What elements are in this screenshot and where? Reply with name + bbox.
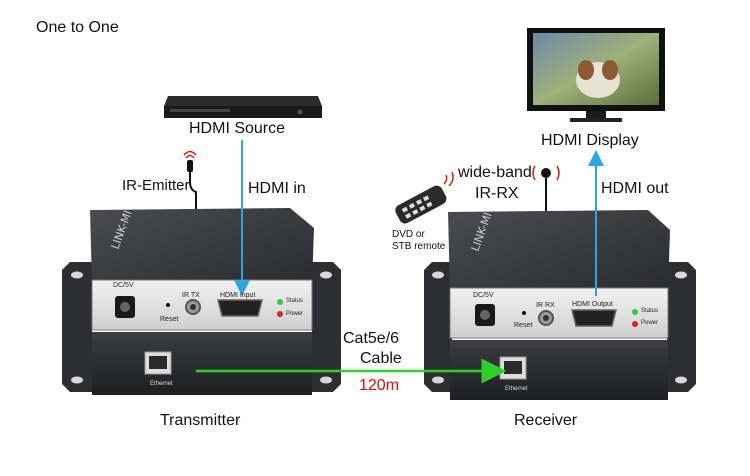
tx-ethernet-label: Ethernet	[150, 381, 173, 387]
tx-power-label: Power	[286, 311, 304, 317]
diagram-title: One to One	[36, 19, 119, 36]
tx-status-label: Status	[286, 298, 304, 304]
dvd-player-icon	[164, 96, 322, 118]
wide-band-label: wide-band	[458, 164, 532, 181]
rx-ethernet-label: Ethernet	[505, 386, 528, 392]
rx-hdmi-output-label: HDMI Output	[572, 301, 613, 308]
rx-dc-label: DC/5V	[473, 292, 494, 299]
hdmi-display-label: HDMI Display	[541, 132, 639, 149]
ir-rx-label: IR-RX	[475, 185, 519, 202]
receiver-unit: LINK-MI	[424, 210, 696, 400]
hdmi-out-label: HDMI out	[601, 180, 669, 197]
remote-label-line2: STB remote	[392, 241, 446, 252]
remote-control-icon	[395, 171, 454, 224]
receiver-label: Receiver	[514, 412, 578, 429]
rx-power-label: Power	[641, 320, 659, 326]
hdmi-in-label: HDMI in	[248, 180, 306, 197]
transmitter-label: Transmitter	[160, 412, 241, 429]
tx-hdmi-input-label: HDMI Input	[220, 292, 256, 299]
tx-reset-label: Reset	[160, 316, 179, 323]
tx-ir-label: IR TX	[182, 292, 200, 299]
tx-dc-label: DC/5V	[113, 282, 134, 289]
rx-reset-label: Reset	[514, 322, 533, 329]
ir-emitter-label: IR-Emitter	[122, 177, 190, 194]
tv-display-icon	[527, 28, 665, 122]
cable-label: Cable	[360, 350, 402, 367]
remote-label: DVD or STB remote	[392, 229, 445, 253]
ir-emitter-icon	[183, 150, 197, 300]
cable-type-label: Cat5e/6	[343, 330, 400, 347]
remote-label-line1: DVD or	[392, 229, 425, 240]
rx-ir-label: IR RX	[536, 302, 555, 309]
hdmi-source-label: HDMI Source	[189, 120, 286, 137]
distance-label: 120m	[359, 377, 400, 394]
transmitter-unit: LINK-MI	[62, 208, 341, 395]
rx-status-label: Status	[641, 308, 659, 314]
